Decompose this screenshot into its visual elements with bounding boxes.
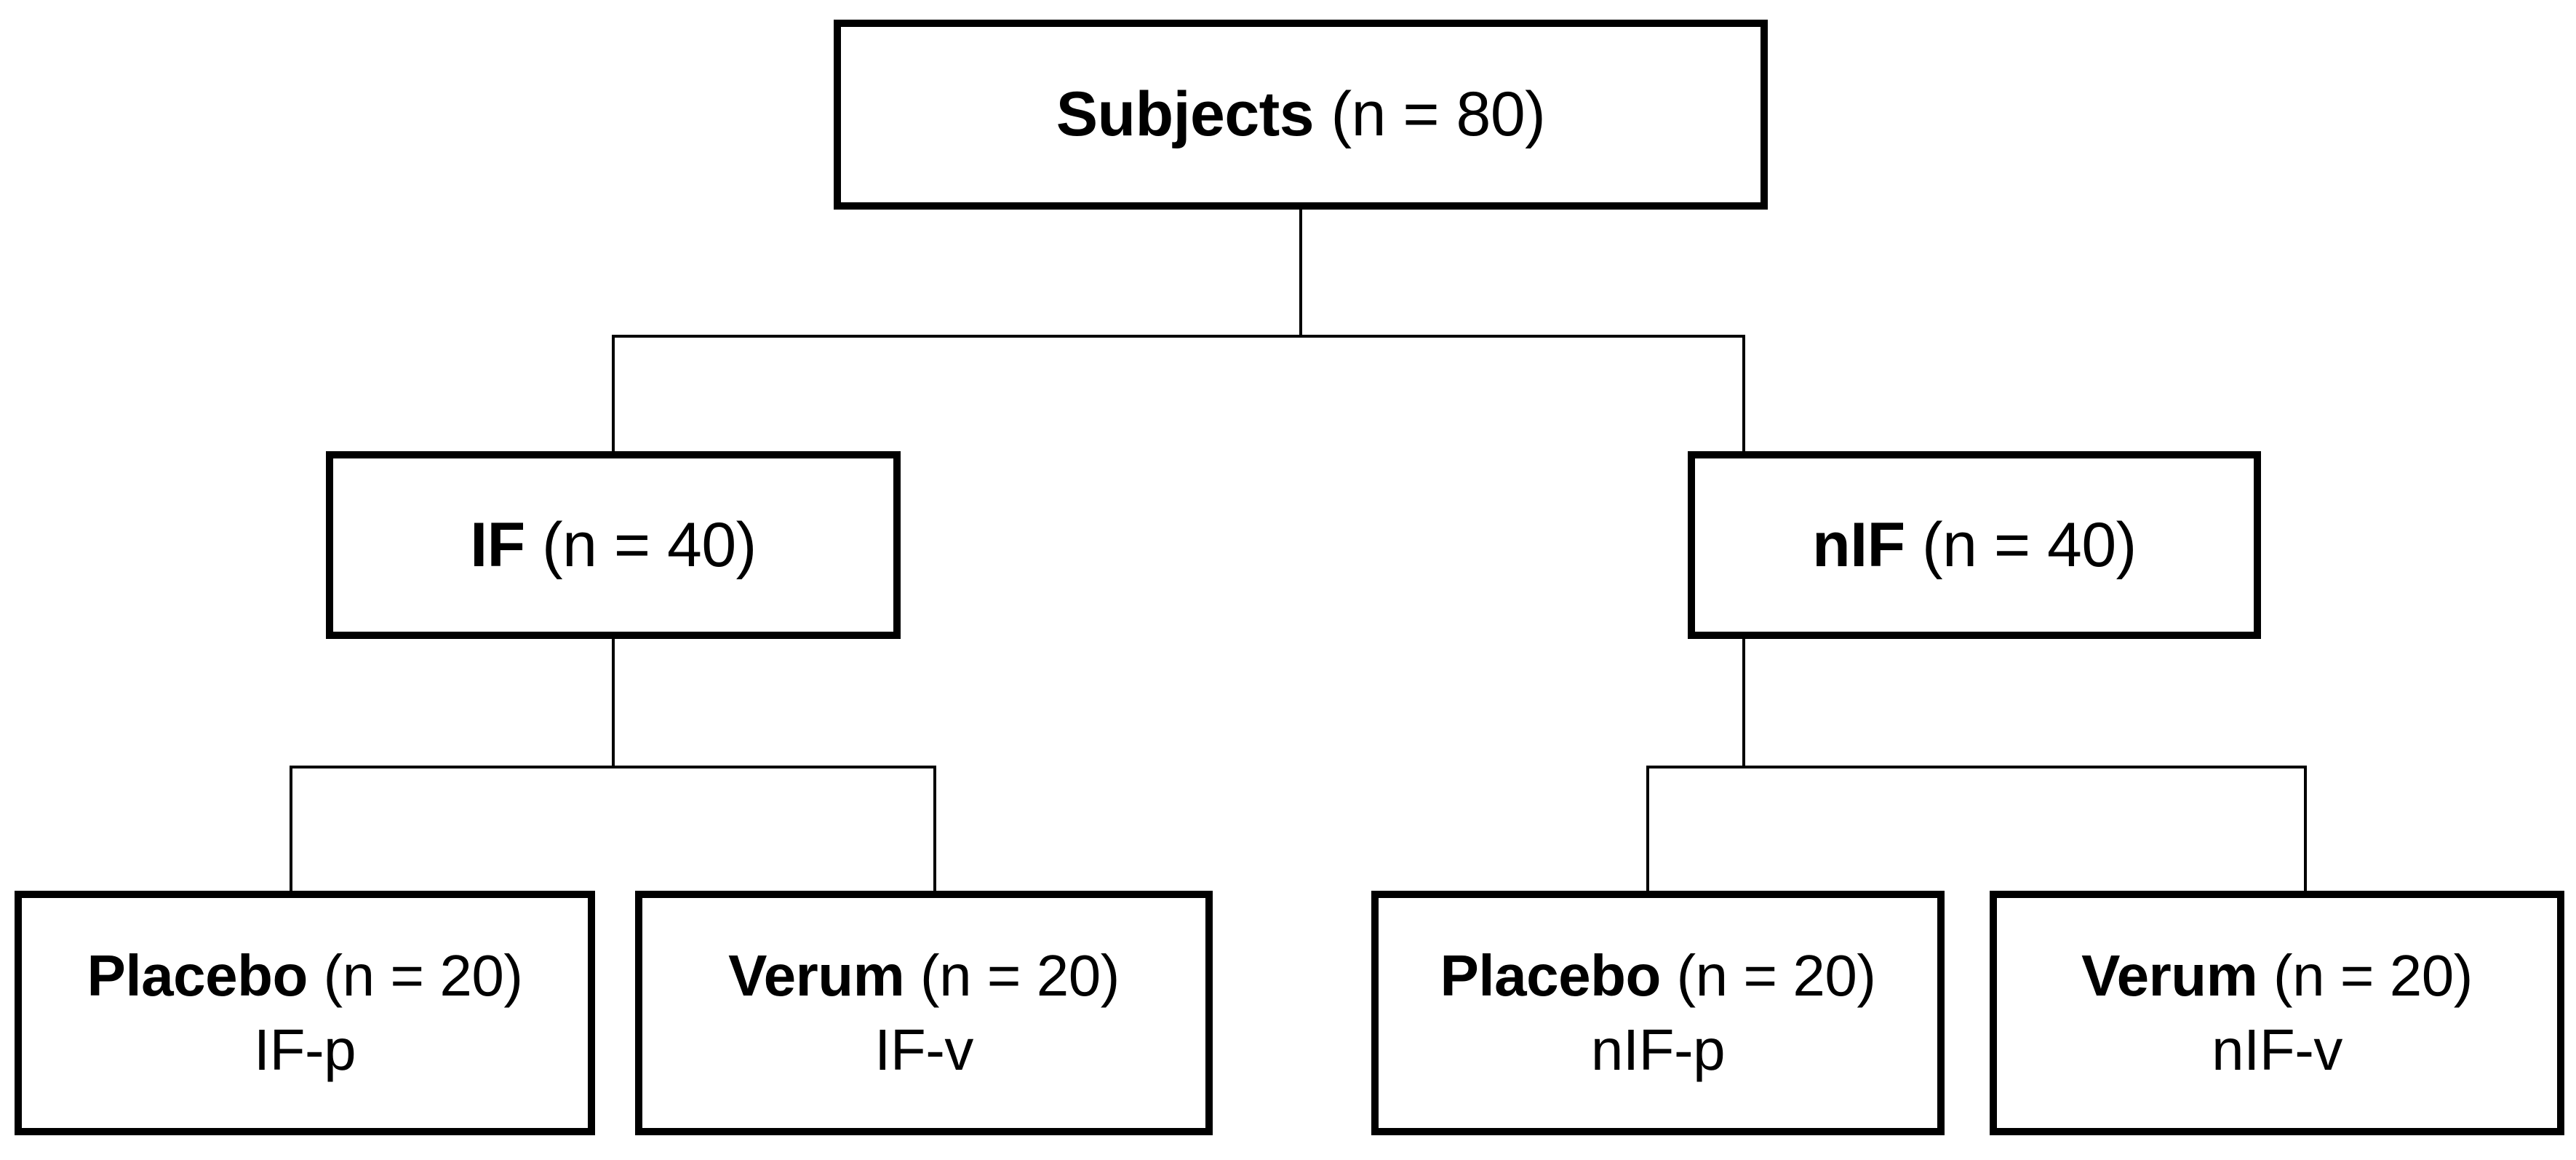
node-nif-name: nIF [1812,509,1905,580]
node-nif-verum-name: Verum [2081,943,2258,1009]
node-if-verum-code: IF-v [874,1017,973,1082]
node-nif-placebo-label: Placebo (n = 20) [1440,943,1876,1009]
node-subjects: Subjects (n = 80) [834,20,1768,210]
node-nif-placebo: Placebo (n = 20) nIF-p [1371,891,1945,1135]
node-if-count: (n = 40) [525,509,757,580]
connector-drop-to-if-v [933,766,936,892]
connector-root-branch-bar [612,335,1745,338]
node-if-placebo-label: Placebo (n = 20) [87,943,523,1009]
connector-drop-to-if [612,335,615,453]
node-if-verum-count: (n = 20) [904,943,1120,1009]
node-nif-verum-label: Verum (n = 20) [2081,943,2473,1009]
connector-drop-to-if-p [290,766,292,892]
connector-drop-to-nif-p [1646,766,1649,892]
node-if-verum-name: Verum [728,943,905,1009]
node-nif-verum: Verum (n = 20) nIF-v [1990,891,2564,1135]
node-if-label: IF (n = 40) [470,510,757,580]
connector-if-stem [612,639,615,767]
node-subjects-name: Subjects [1056,79,1315,150]
node-if-verum-label: Verum (n = 20) [728,943,1120,1009]
node-nif-verum-code: nIF-v [2212,1017,2342,1082]
node-nif-count: (n = 40) [1905,509,2137,580]
node-nif-placebo-code: nIF-p [1590,1017,1726,1082]
node-if-placebo-code: IF-p [253,1017,356,1082]
node-nif: nIF (n = 40) [1688,451,2261,639]
connector-if-branch-bar [290,766,936,768]
node-if: IF (n = 40) [326,451,901,639]
node-nif-label: nIF (n = 40) [1812,510,2137,580]
connector-drop-to-nif-v [2304,766,2307,892]
node-subjects-label: Subjects (n = 80) [1056,79,1546,149]
node-nif-placebo-name: Placebo [1440,943,1662,1009]
connector-drop-to-nif [1742,335,1745,453]
connector-nif-stem [1742,639,1745,767]
node-nif-verum-count: (n = 20) [2257,943,2473,1009]
node-if-placebo-count: (n = 20) [307,943,523,1009]
node-subjects-count: (n = 80) [1314,79,1546,150]
node-if-name: IF [470,509,525,580]
connector-root-stem [1299,210,1302,336]
connector-nif-branch-bar [1646,766,2307,768]
node-if-placebo: Placebo (n = 20) IF-p [15,891,595,1135]
node-if-verum: Verum (n = 20) IF-v [635,891,1213,1135]
node-nif-placebo-count: (n = 20) [1660,943,1876,1009]
node-if-placebo-name: Placebo [87,943,308,1009]
